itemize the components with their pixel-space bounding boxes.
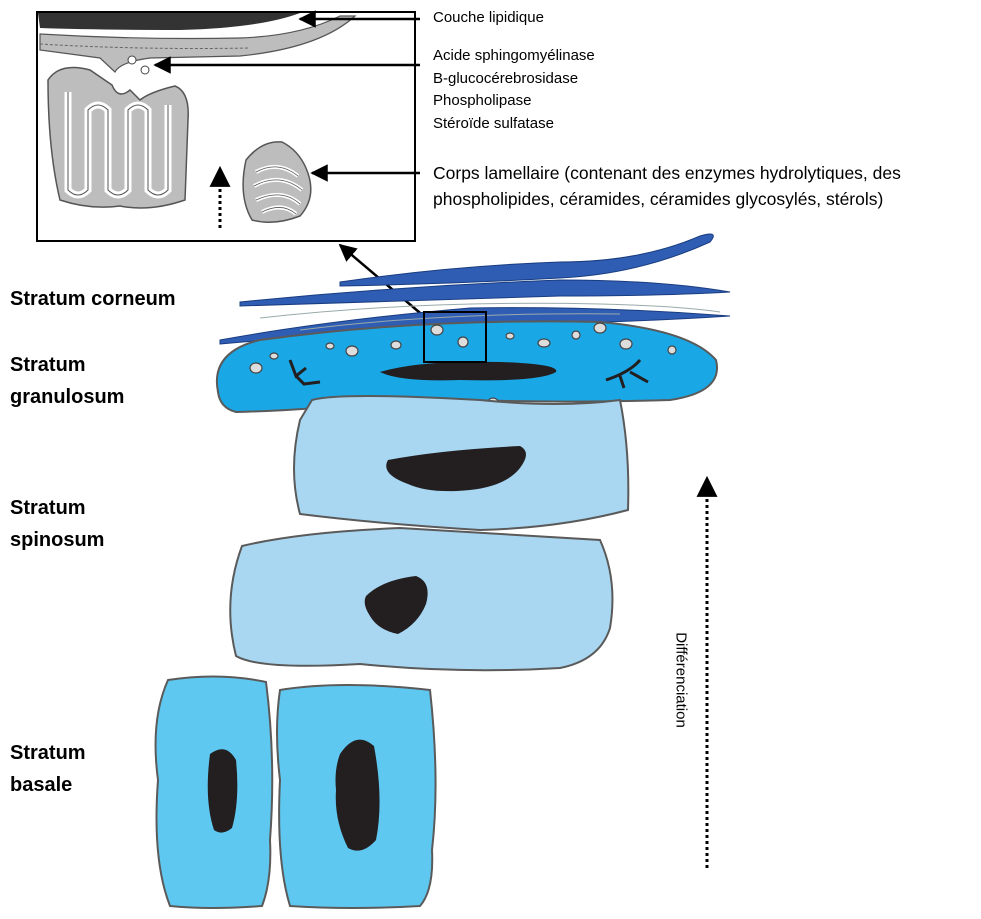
layer-label-corneum: Stratum corneum [10,283,176,315]
stratum-basale [156,676,436,908]
enzymes-list: Acide sphingomyélinase B-glucocérebrosid… [433,45,595,135]
layer-label-basale: Stratum basale [10,737,86,801]
layer-label-spinosum: Stratum spinosum [10,492,104,556]
enzyme-label: Stéroïde sulfatase [433,113,595,136]
layer-label-granulosum: Stratum granulosum [10,349,124,413]
enzyme-label: Phospholipase [433,90,595,113]
stratum-granulosum [217,312,717,412]
inset-enzyme-vesicle [128,56,136,64]
differentiation-label: Différenciation [673,632,690,728]
enzyme-label: B-glucocérebrosidase [433,68,595,91]
stratum-spinosum [230,396,628,670]
enzyme-label: Acide sphingomyélinase [433,45,595,68]
lipid-layer-label: Couche lipidique [433,7,544,30]
inset-magnification [37,12,415,241]
lamellar-body-label: Corps lamellaire (contenant des enzymes … [433,160,901,212]
